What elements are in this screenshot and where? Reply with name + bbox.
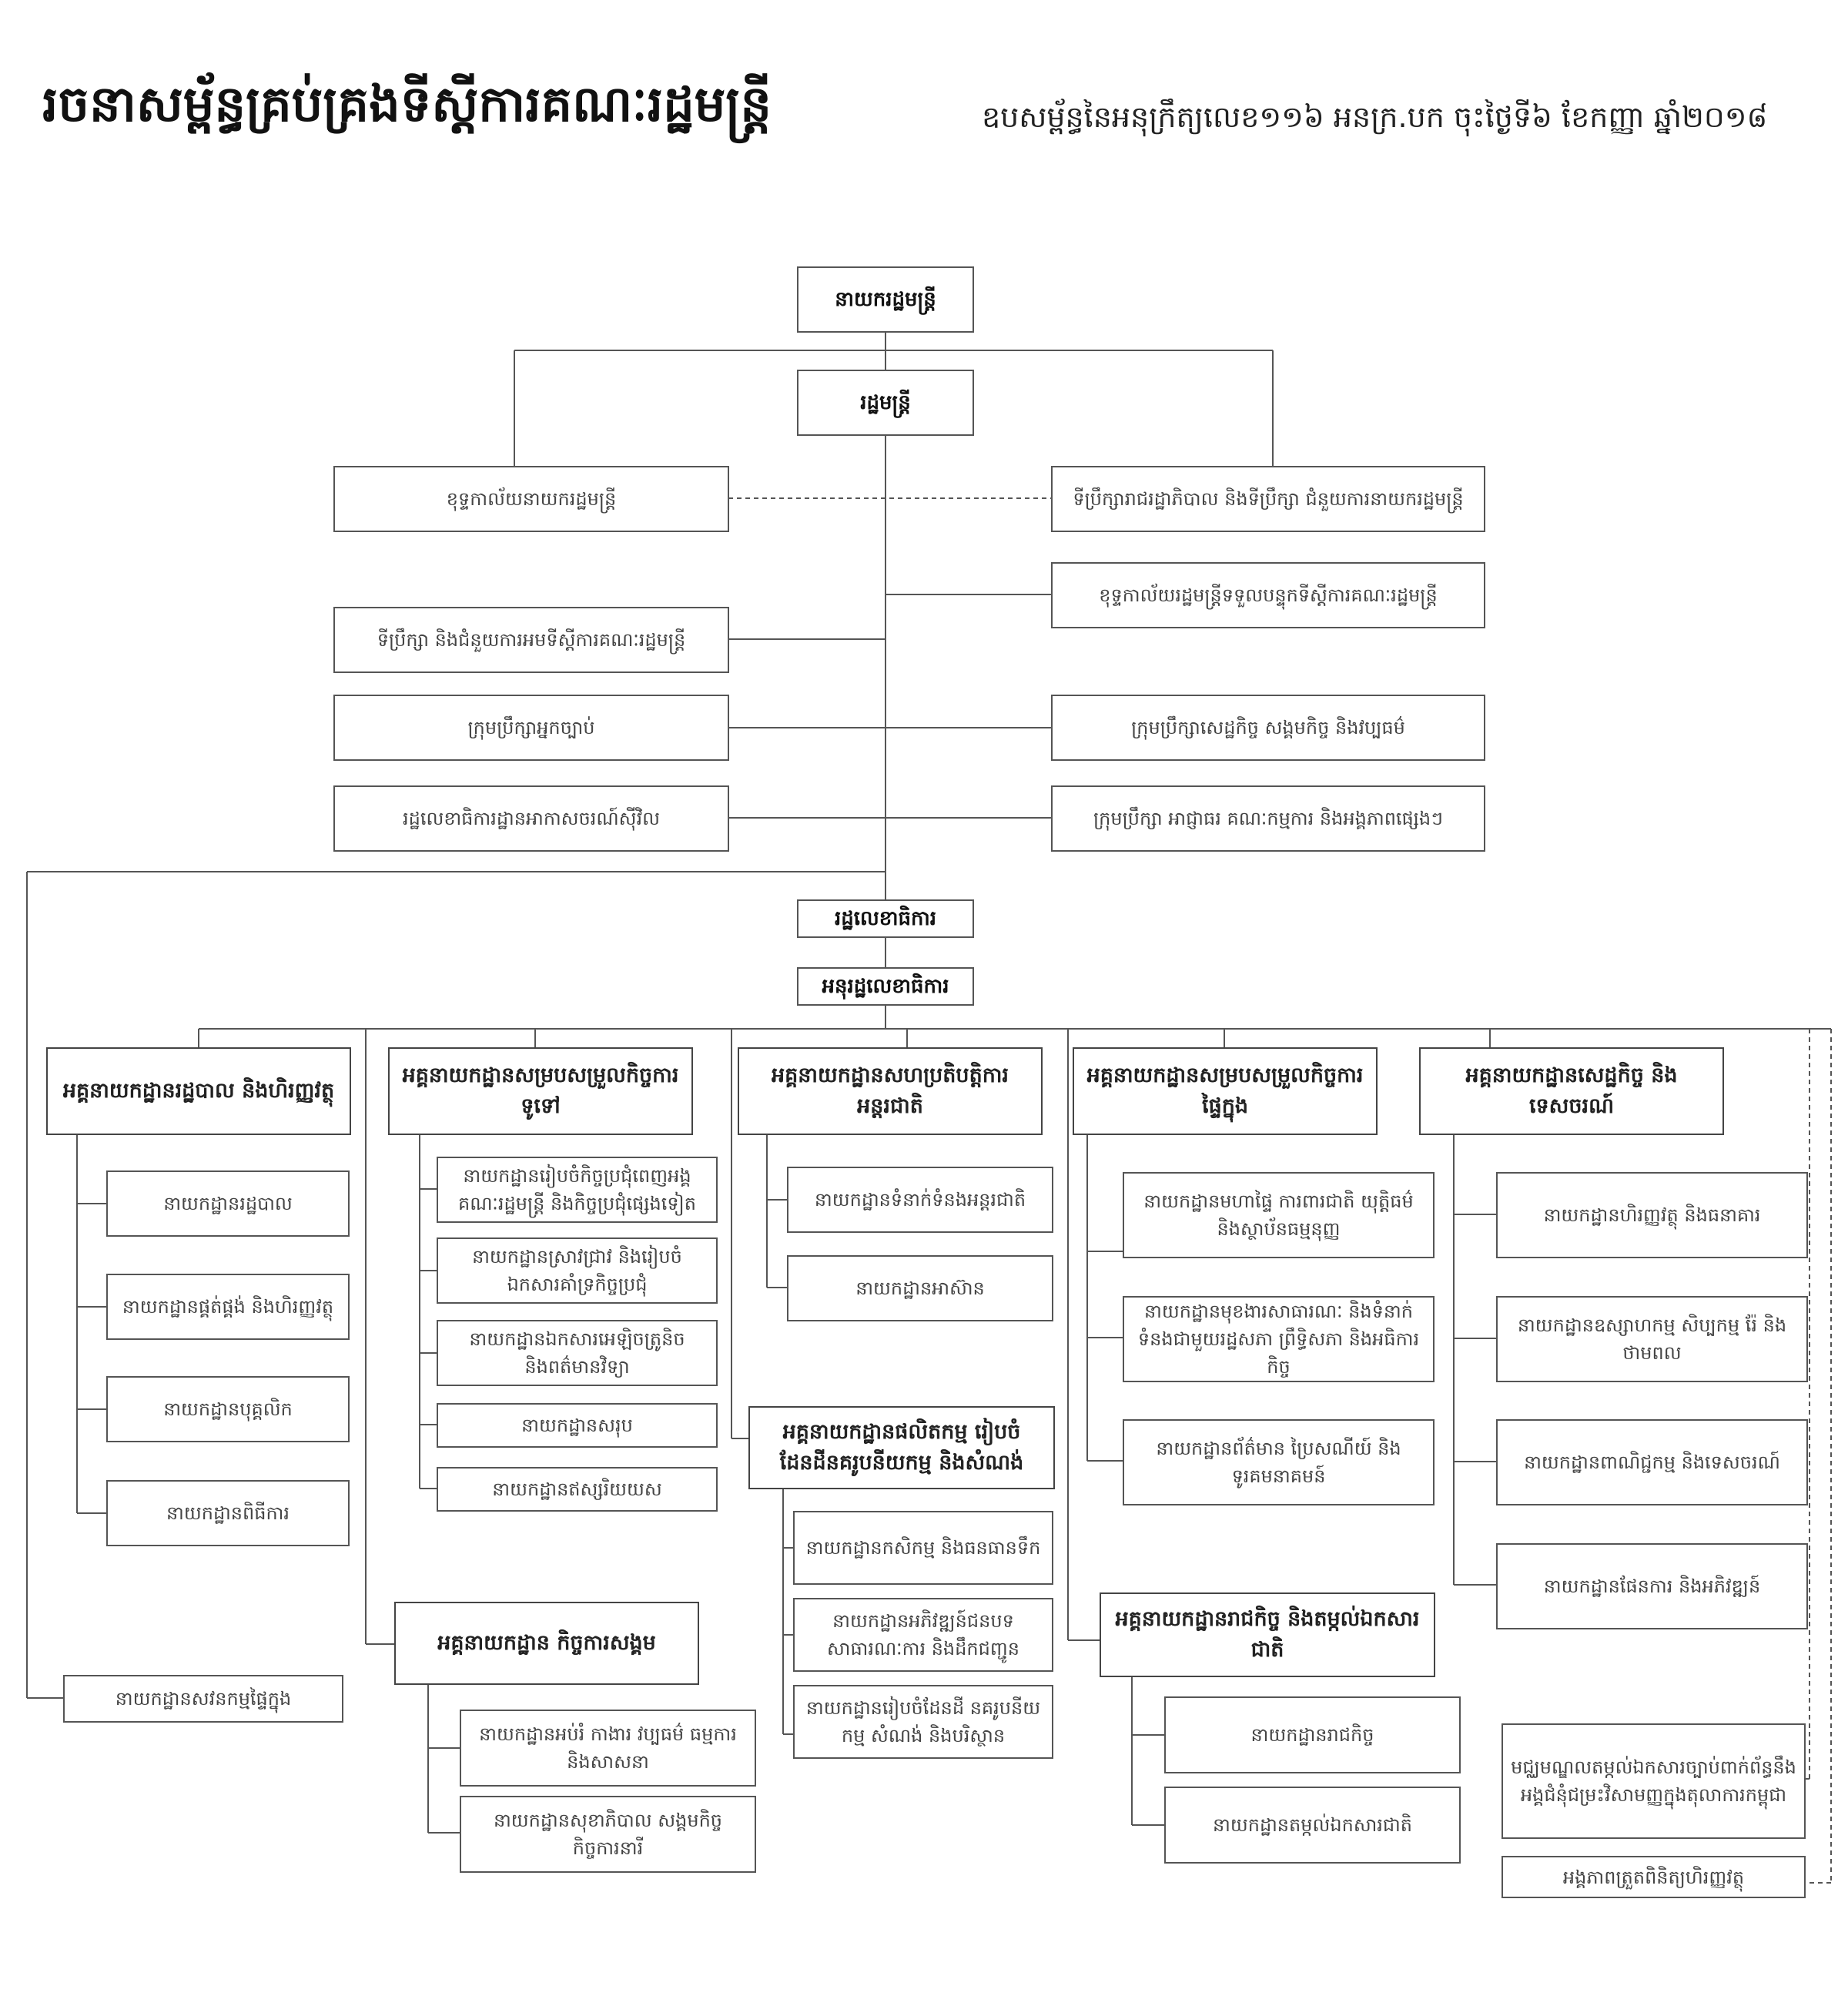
department-box: នាយកដ្ឋានមហាផ្ទៃ ការពារជាតិ យុត្តិធម៌ និ… [1123, 1172, 1435, 1258]
minister-advisors-box: ទីប្រឹក្សា និងជំនួយការអមទីស្តីការគណៈរដ្ឋ… [333, 607, 729, 673]
civil-aviation-box: រដ្ឋលេខាធិការដ្ឋានអាកាសចរណ៍ស៊ីវិល [333, 785, 729, 852]
department-box: នាយកដ្ឋានពិធីការ [106, 1480, 350, 1546]
department-box: នាយកដ្ឋានកសិកម្ម និងធនធានទឹក [793, 1511, 1053, 1585]
department-box: នាយកដ្ឋានទំនាក់ទំនងអន្តរជាតិ [787, 1167, 1053, 1233]
general-department-box: អគ្គនាយកដ្ឋានសម្របសម្រួលកិច្ចការផ្ទៃក្នុ… [1073, 1047, 1378, 1135]
department-box: នាយកដ្ឋានព័ត៌មាន ប្រៃសណីយ៍ និងទូរគមនាគមន… [1123, 1419, 1435, 1505]
general-department-box: អគ្គនាយកដ្ឋាន កិច្ចការសង្គម [394, 1602, 699, 1685]
department-box: នាយកដ្ឋានតម្កល់ឯកសារជាតិ [1164, 1787, 1461, 1864]
department-box: នាយកដ្ឋានឥស្សរិយយស [437, 1467, 718, 1512]
department-box: នាយកដ្ឋានស្រាវជ្រាវ និងរៀបចំឯកសារគាំទ្រក… [437, 1237, 718, 1304]
department-box: នាយកដ្ឋានផ្គត់ផ្គង់ និងហិរញ្ញវត្ថុ [106, 1274, 350, 1340]
pm-cabinet-box: ខុទ្ទកាល័យនាយករដ្ឋមន្ត្រី [333, 466, 729, 532]
department-box: នាយកដ្ឋានមុខងារសាធារណៈ និងទំនាក់ទំនងជាមួ… [1123, 1296, 1435, 1382]
chart-subtitle: ឧបសម្ព័ន្ធនៃអនុក្រឹត្យលេខ១១៦ អនក្រ.បក ចុ… [982, 100, 1768, 134]
department-box: នាយកដ្ឋានអភិវឌ្ឍន៍ជនបទ សាធារណៈការ និងដឹក… [793, 1598, 1053, 1672]
internal-audit-box: នាយកដ្ឋានសវនកម្មផ្ទៃក្នុង [63, 1675, 343, 1723]
financial-inspection-box: អង្គភាពត្រួតពិនិត្យហិរញ្ញវត្ថុ [1502, 1856, 1806, 1898]
general-department-box: អគ្គនាយកដ្ឋានរដ្ឋបាល និងហិរញ្ញវត្ថុ [46, 1047, 351, 1135]
legal-council-box: ក្រុមប្រឹក្សាអ្នកច្បាប់ [333, 695, 729, 761]
pm-advisors-box: ទីប្រឹក្សារាជរដ្ឋាភិបាល និងទីប្រឹក្សា ជំ… [1051, 466, 1485, 532]
minister-cabinet-box: ខុទ្ទកាល័យរដ្ឋមន្ត្រីទទួលបន្ទុកទីស្តីការ… [1051, 562, 1485, 628]
department-box: នាយកដ្ឋានបុគ្គលិក [106, 1376, 350, 1442]
department-box: នាយកដ្ឋានរាជកិច្ច [1164, 1696, 1461, 1773]
department-box: នាយកដ្ឋានរដ្ឋបាល [106, 1170, 350, 1237]
undersecretary-box: អនុរដ្ឋលេខាធិការ [797, 967, 974, 1006]
secretary-of-state-box: រដ្ឋលេខាធិការ [797, 899, 974, 938]
department-box: នាយកដ្ឋានពាណិជ្ជកម្ម និងទេសចរណ៍ [1496, 1419, 1808, 1505]
department-box: នាយកដ្ឋានឯកសារអេឡិចត្រូនិច និងពត៌មានវិទ្… [437, 1320, 718, 1386]
general-department-box: អគ្គនាយកដ្ឋានរាជកិច្ច និងតម្កល់ឯកសារជាតិ [1100, 1592, 1435, 1677]
general-department-box: អគ្គនាយកដ្ឋានសហប្រតិបត្តិការអន្តរជាតិ [738, 1047, 1043, 1135]
department-box: នាយកដ្ឋានអប់រំ កាងារ វប្បធម៌ ធម្មការ និង… [460, 1710, 756, 1787]
general-department-box: អគ្គនាយកដ្ឋានសម្របសម្រួលកិច្ចការទូទៅ [388, 1047, 693, 1135]
department-box: នាយកដ្ឋានឧស្សាហកម្ម សិប្បកម្ម រ៉ែ និងថាម… [1496, 1296, 1808, 1382]
department-box: នាយកដ្ឋានសុខាភិបាល សង្គមកិច្ច កិច្ចការនា… [460, 1796, 756, 1873]
economic-council-box: ក្រុមប្រឹក្សាសេដ្ឋកិច្ច សង្គមកិច្ច និងវប… [1051, 695, 1485, 761]
department-box: នាយកដ្ឋានហិរញ្ញវត្ថុ និងធនាគារ [1496, 1172, 1808, 1258]
department-box: នាយកដ្ឋានរៀបចំដែនដី នគរូបនីយកម្ម សំណង់ ន… [793, 1685, 1053, 1759]
department-box: នាយកដ្ឋានរៀបចំកិច្ចប្រជុំពេញអង្គគណៈរដ្ឋម… [437, 1157, 718, 1223]
minister-box: រដ្ឋមន្ត្រី [797, 370, 974, 436]
general-department-box: អគ្គនាយកដ្ឋានសេដ្ឋកិច្ច និងទេសចរណ៍ [1419, 1047, 1724, 1135]
prime-minister-box: នាយករដ្ឋមន្ត្រី [797, 266, 974, 333]
department-box: នាយកដ្ឋានអាស៊ាន [787, 1255, 1053, 1321]
documentation-center-box: មជ្ឈមណ្ឌលតម្កល់ឯកសារច្បាប់ពាក់ព័ន្ធនឹងអង… [1502, 1723, 1806, 1839]
general-department-box: អគ្គនាយកដ្ឋានផលិតកម្ម រៀបចំដែនដីនគរូបនីយ… [748, 1406, 1055, 1489]
chart-title: រចនាសម្ព័ន្ធគ្រប់គ្រងទីស្តីការគណៈរដ្ឋមន្… [42, 76, 772, 133]
department-box: នាយកដ្ឋានផែនការ និងអភិវឌ្ឍន៍ [1496, 1543, 1808, 1629]
other-councils-box: ក្រុមប្រឹក្សា អាជ្ញាធរ គណៈកម្មការ និងអង្… [1051, 785, 1485, 852]
department-box: នាយកដ្ឋានសរុប [437, 1403, 718, 1448]
